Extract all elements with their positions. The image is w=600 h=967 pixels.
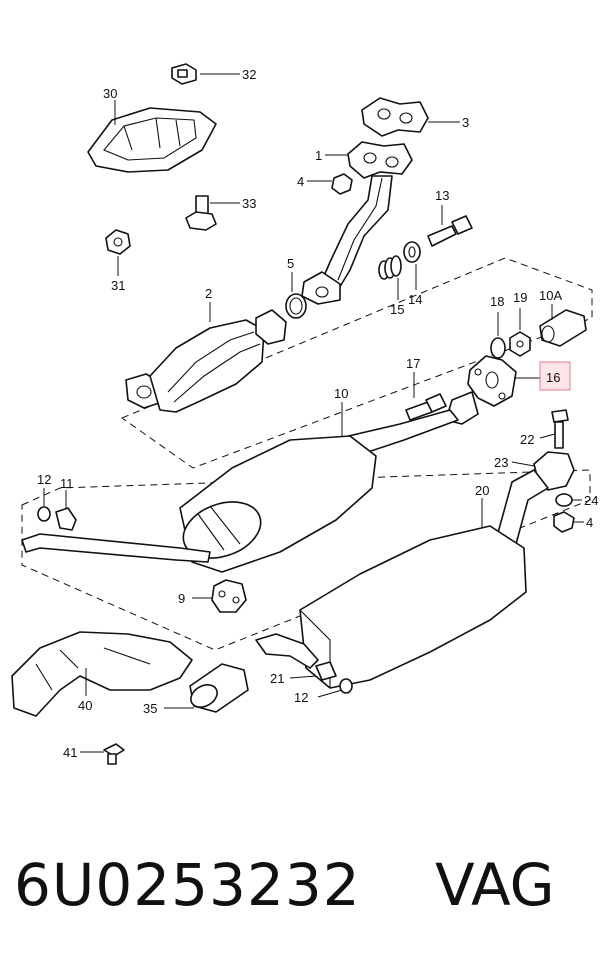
footer: 6U0253232 VAG	[0, 845, 600, 935]
callout-label: 23	[494, 455, 508, 470]
part-16-flange-gasket[interactable]	[467, 355, 517, 407]
callout-label: 20	[475, 483, 489, 498]
front-section-outline	[120, 257, 593, 469]
callout-label: 33	[242, 196, 256, 211]
part-10-front-muffler[interactable]	[176, 391, 479, 573]
part-20-rear-muffler[interactable]	[255, 469, 549, 689]
part-3-gasket[interactable]	[361, 97, 429, 137]
callout-label: 13	[435, 188, 449, 203]
part-5-seal-ring[interactable]	[285, 293, 307, 319]
callout-label: 32	[242, 67, 256, 82]
part-35-tail-pipe[interactable]	[187, 663, 249, 713]
part-30-heat-shield[interactable]	[87, 107, 217, 173]
part-14-washer[interactable]	[403, 241, 421, 263]
callout-labels: 32 30 3 1 4 33 13 31 5 15 14 2 18 19 10A…	[37, 67, 598, 760]
part-10A-clamp[interactable]	[539, 309, 587, 347]
part-12-clamp-lower[interactable]	[339, 678, 353, 694]
part-1-front-pipe[interactable]	[301, 141, 413, 305]
callout-label: 1	[315, 148, 322, 163]
part-9-rubber-hanger[interactable]	[211, 579, 247, 613]
callout-label: 17	[406, 356, 420, 371]
callout-label: 10A	[539, 288, 562, 303]
callout-label: 14	[408, 292, 422, 307]
part-19-nut[interactable]	[509, 331, 531, 357]
rear-section-outline	[21, 469, 591, 651]
callout-label: 12	[37, 472, 51, 487]
part-15-spring[interactable]	[378, 255, 402, 280]
part-31-nut[interactable]	[105, 229, 131, 255]
part-4-nut-lower[interactable]	[553, 511, 575, 533]
part-number: 6U0253232	[14, 851, 361, 919]
part-22-bolt[interactable]	[551, 409, 569, 449]
callout-label: 41	[63, 745, 77, 760]
callout-label: 4	[297, 174, 304, 189]
callout-label: 11	[60, 476, 74, 491]
part-33-bolt[interactable]	[185, 195, 217, 231]
callout-label: 21	[270, 671, 284, 686]
brand-name: VAG	[435, 851, 555, 919]
callout-label: 10	[334, 386, 348, 401]
callout-label: 30	[103, 86, 117, 101]
part-21-clamp[interactable]	[315, 661, 337, 681]
callout-label: 9	[178, 591, 185, 606]
callout-label: 24	[584, 493, 598, 508]
callout-label: 3	[462, 115, 469, 130]
part-41-clip[interactable]	[103, 743, 125, 765]
callout-label: 4	[586, 515, 593, 530]
callout-label: 15	[390, 302, 404, 317]
callout-label: 12	[294, 690, 308, 705]
part-24-washer[interactable]	[555, 493, 573, 507]
part-12-clamp[interactable]	[37, 506, 51, 522]
part-17-bolt[interactable]	[405, 393, 447, 421]
part-13-bolt[interactable]	[427, 215, 473, 247]
callout-label: 19	[513, 290, 527, 305]
callout-label: 31	[111, 278, 125, 293]
part-4-nut[interactable]	[331, 173, 353, 195]
exhaust-system-diagram: 32 30 3 1 4 33 13 31 5 15 14 2 18 19 10A…	[11, 63, 598, 765]
left-connecting-pipe[interactable]	[21, 533, 211, 563]
part-2-catalytic-converter[interactable]	[125, 309, 287, 413]
callout-label: 2	[205, 286, 212, 301]
part-16-highlight-box	[539, 361, 571, 391]
callout-label: 35	[143, 701, 157, 716]
callout-label: 40	[78, 698, 92, 713]
part-32-clip-nut[interactable]	[171, 63, 197, 85]
part-40-heat-shield[interactable]	[11, 631, 193, 717]
callout-label: 18	[490, 294, 504, 309]
part-11-clamp[interactable]	[55, 507, 77, 531]
part-18-washer[interactable]	[490, 337, 506, 359]
callout-label: 5	[287, 256, 294, 271]
callout-label: 22	[520, 432, 534, 447]
callout-label: 16	[546, 370, 560, 385]
